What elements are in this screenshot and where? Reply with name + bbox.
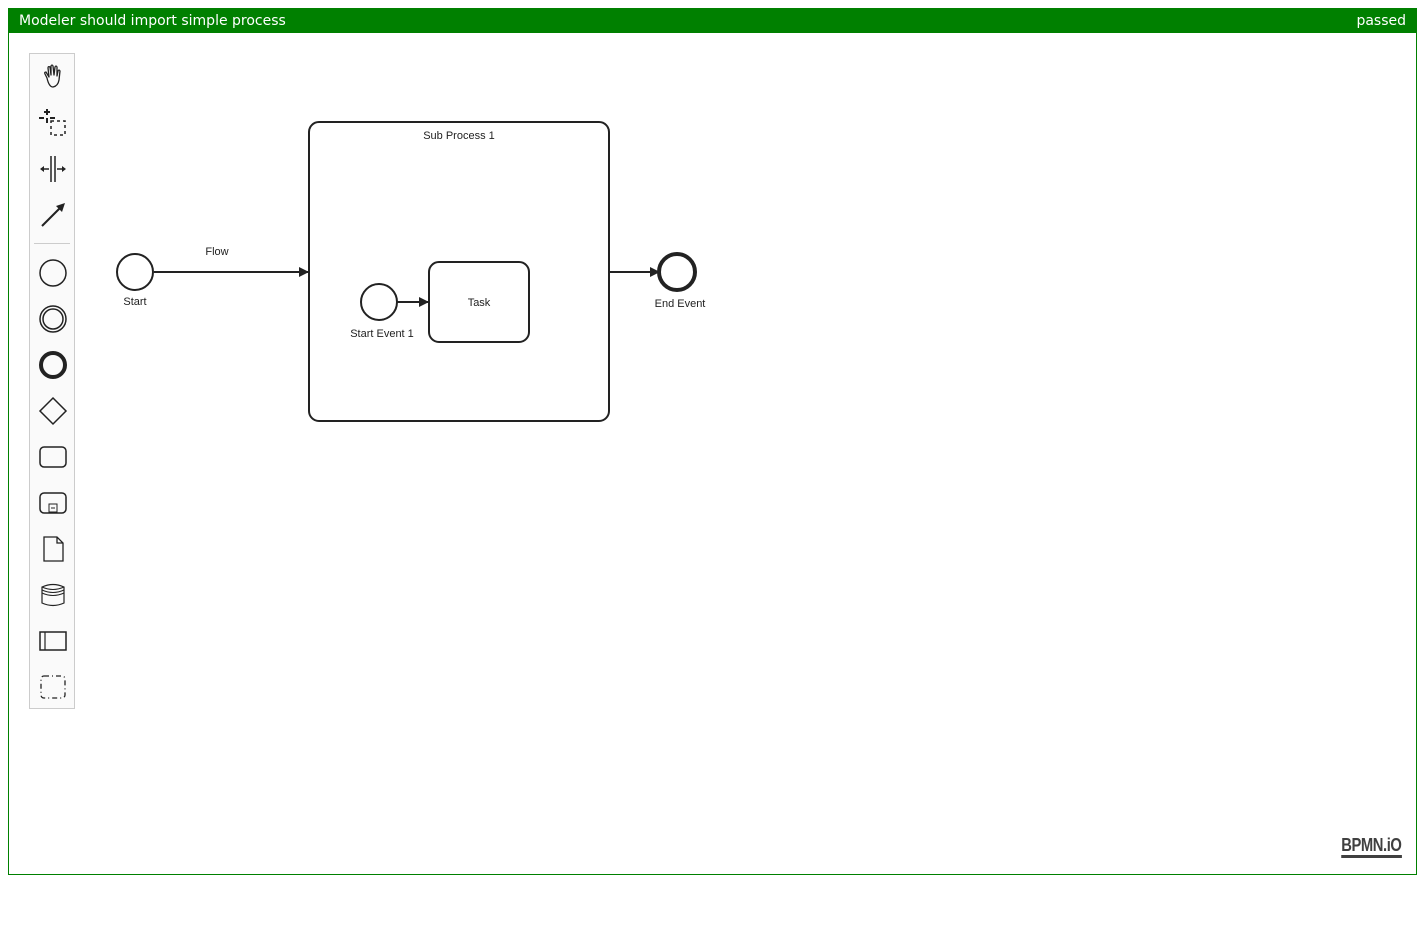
hand-icon (44, 64, 61, 88)
start-event-label: Start (123, 296, 146, 308)
inner-start-event-label: Start Event 1 (350, 328, 414, 340)
intermediate-event-icon (39, 305, 67, 333)
create-gateway[interactable] (33, 391, 73, 431)
subprocess-icon (39, 492, 67, 514)
data-object-icon (43, 536, 64, 562)
create-group[interactable] (33, 667, 73, 707)
flow-label: Flow (205, 246, 228, 258)
subprocess-label: Sub Process 1 (423, 130, 495, 142)
bpmn-io-logo[interactable]: BPMN.iO (1341, 836, 1402, 858)
create-start-event[interactable] (33, 253, 73, 293)
test-result-frame: Modeler should import simple process pas… (8, 8, 1417, 875)
create-task[interactable] (33, 437, 73, 477)
space-tool[interactable] (33, 149, 73, 189)
start-event-icon (39, 259, 67, 287)
end-event-icon (39, 351, 67, 379)
create-data-object[interactable] (33, 529, 73, 569)
bpmn-canvas[interactable]: Flow Start Sub Process 1 Start Event 1 T… (9, 33, 1416, 874)
test-title: Modeler should import simple process (19, 13, 286, 29)
hand-tool[interactable] (33, 57, 73, 97)
diagram-svg[interactable]: Flow Start Sub Process 1 Start Event 1 T… (9, 33, 1416, 874)
tool-palette (29, 53, 75, 709)
lasso-icon (39, 109, 66, 136)
inner-start-event[interactable] (360, 283, 398, 321)
space-icon (40, 156, 66, 182)
create-subprocess[interactable] (33, 483, 73, 523)
test-status: passed (1356, 13, 1406, 29)
group-icon (40, 675, 66, 699)
test-header: Modeler should import simple process pas… (9, 9, 1416, 33)
end-event-label: End Event (655, 298, 706, 310)
task[interactable] (428, 261, 530, 343)
start-event[interactable] (116, 253, 154, 291)
end-event[interactable] (657, 252, 697, 292)
create-end-event[interactable] (33, 345, 73, 385)
task-label: Task (468, 297, 491, 309)
gateway-icon (38, 396, 68, 426)
connect-arrow-icon (41, 203, 65, 227)
create-intermediate-event[interactable] (33, 299, 73, 339)
participant-icon (39, 631, 67, 651)
lasso-tool[interactable] (33, 103, 73, 143)
create-data-store[interactable] (33, 575, 73, 615)
task-icon (39, 446, 67, 468)
create-participant[interactable] (33, 621, 73, 661)
data-store-icon (41, 583, 65, 607)
palette-separator (34, 243, 70, 244)
global-connect-tool[interactable] (33, 195, 73, 235)
